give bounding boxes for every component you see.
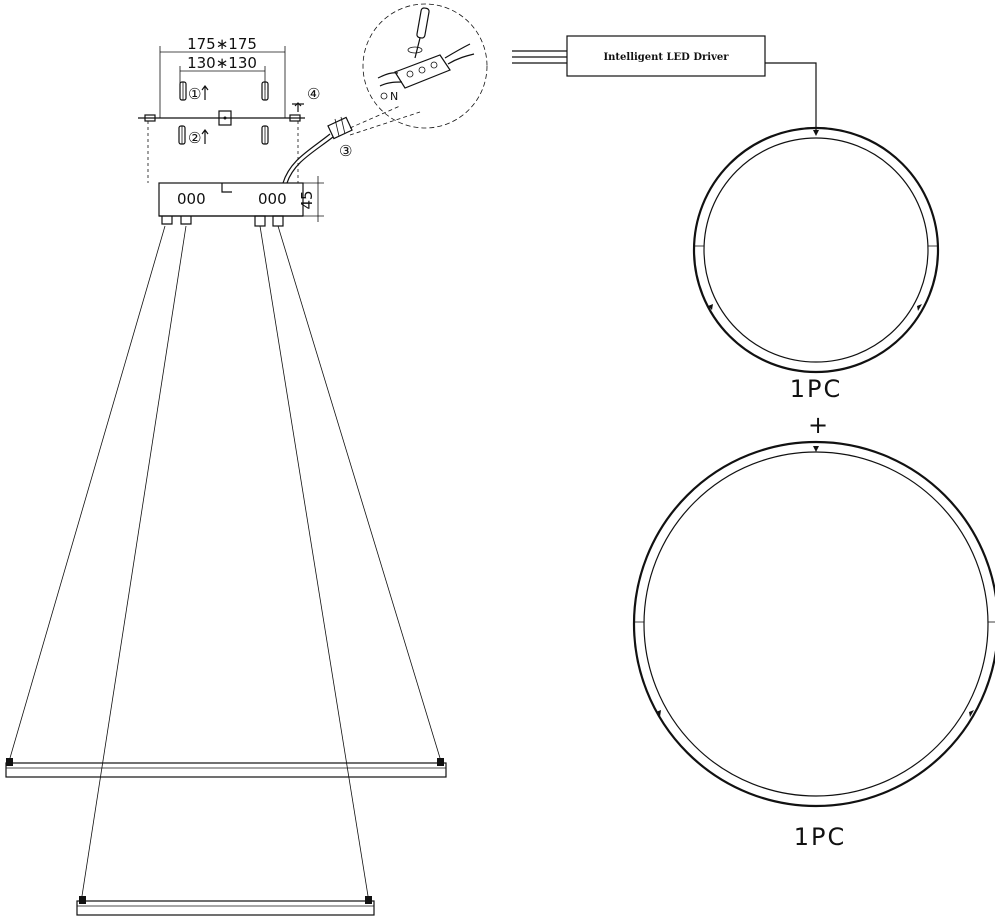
large-ring-quantity: 1PC (794, 823, 847, 851)
led-driver-label: Intelligent LED Driver (603, 52, 729, 63)
suspension-cables (9, 225, 441, 897)
mounting-plate (138, 110, 305, 126)
inner-plate-dimension-label: 130∗130 (187, 54, 257, 72)
large-ring-top-view (632, 440, 995, 808)
neutral-terminal-mark: N (390, 90, 398, 103)
outer-plate-dimension: 175∗175 (159, 35, 286, 118)
canopy-right-holes: 000 (258, 190, 287, 208)
cable-grip-1 (161, 216, 173, 225)
plus-sign: + (808, 411, 830, 439)
canopy-left-holes: 000 (177, 190, 206, 208)
cable-grip-2 (180, 216, 192, 225)
screwdriver-icon (407, 7, 430, 59)
wall-anchor-left (179, 81, 187, 101)
terminal-block-icon (327, 116, 353, 140)
upper-ring-side-view (5, 758, 447, 778)
canopy-height-dimension: 45 (298, 176, 324, 222)
cable-grip-4 (272, 215, 284, 227)
cable-grip-3 (254, 215, 266, 227)
step-4-marker: ④ (307, 85, 320, 103)
step-1-marker: ① (188, 85, 201, 103)
canopy-screw-right (261, 125, 269, 145)
lower-ring-side-view (76, 896, 375, 916)
step-2-marker: ② (188, 129, 201, 147)
small-ring-top-view (692, 126, 940, 374)
canopy-height-label: 45 (298, 190, 316, 209)
inner-plate-dimension: 130∗130 (179, 54, 266, 90)
canopy-box: 000 000 (158, 182, 304, 217)
plate-screw-left-icon (144, 114, 160, 122)
canopy-screw-left (178, 125, 186, 145)
power-cable (282, 133, 334, 184)
plate-screw-right-icon (289, 114, 301, 122)
outer-plate-dimension-label: 175∗175 (187, 35, 257, 53)
led-driver: Intelligent LED Driver (512, 35, 817, 130)
small-ring-quantity: 1PC (790, 375, 843, 403)
up-arrow-icon (201, 129, 209, 144)
ceiling-canopy-assembly: 175∗175 130∗130 ① (138, 35, 421, 227)
rotate-arrow-icon (292, 102, 304, 112)
up-arrow-icon (201, 85, 209, 100)
connector-block-icon (377, 43, 475, 89)
step-3-marker: ③ (339, 142, 352, 160)
wiring-detail: N (362, 3, 488, 129)
wall-anchor-right (261, 81, 269, 101)
